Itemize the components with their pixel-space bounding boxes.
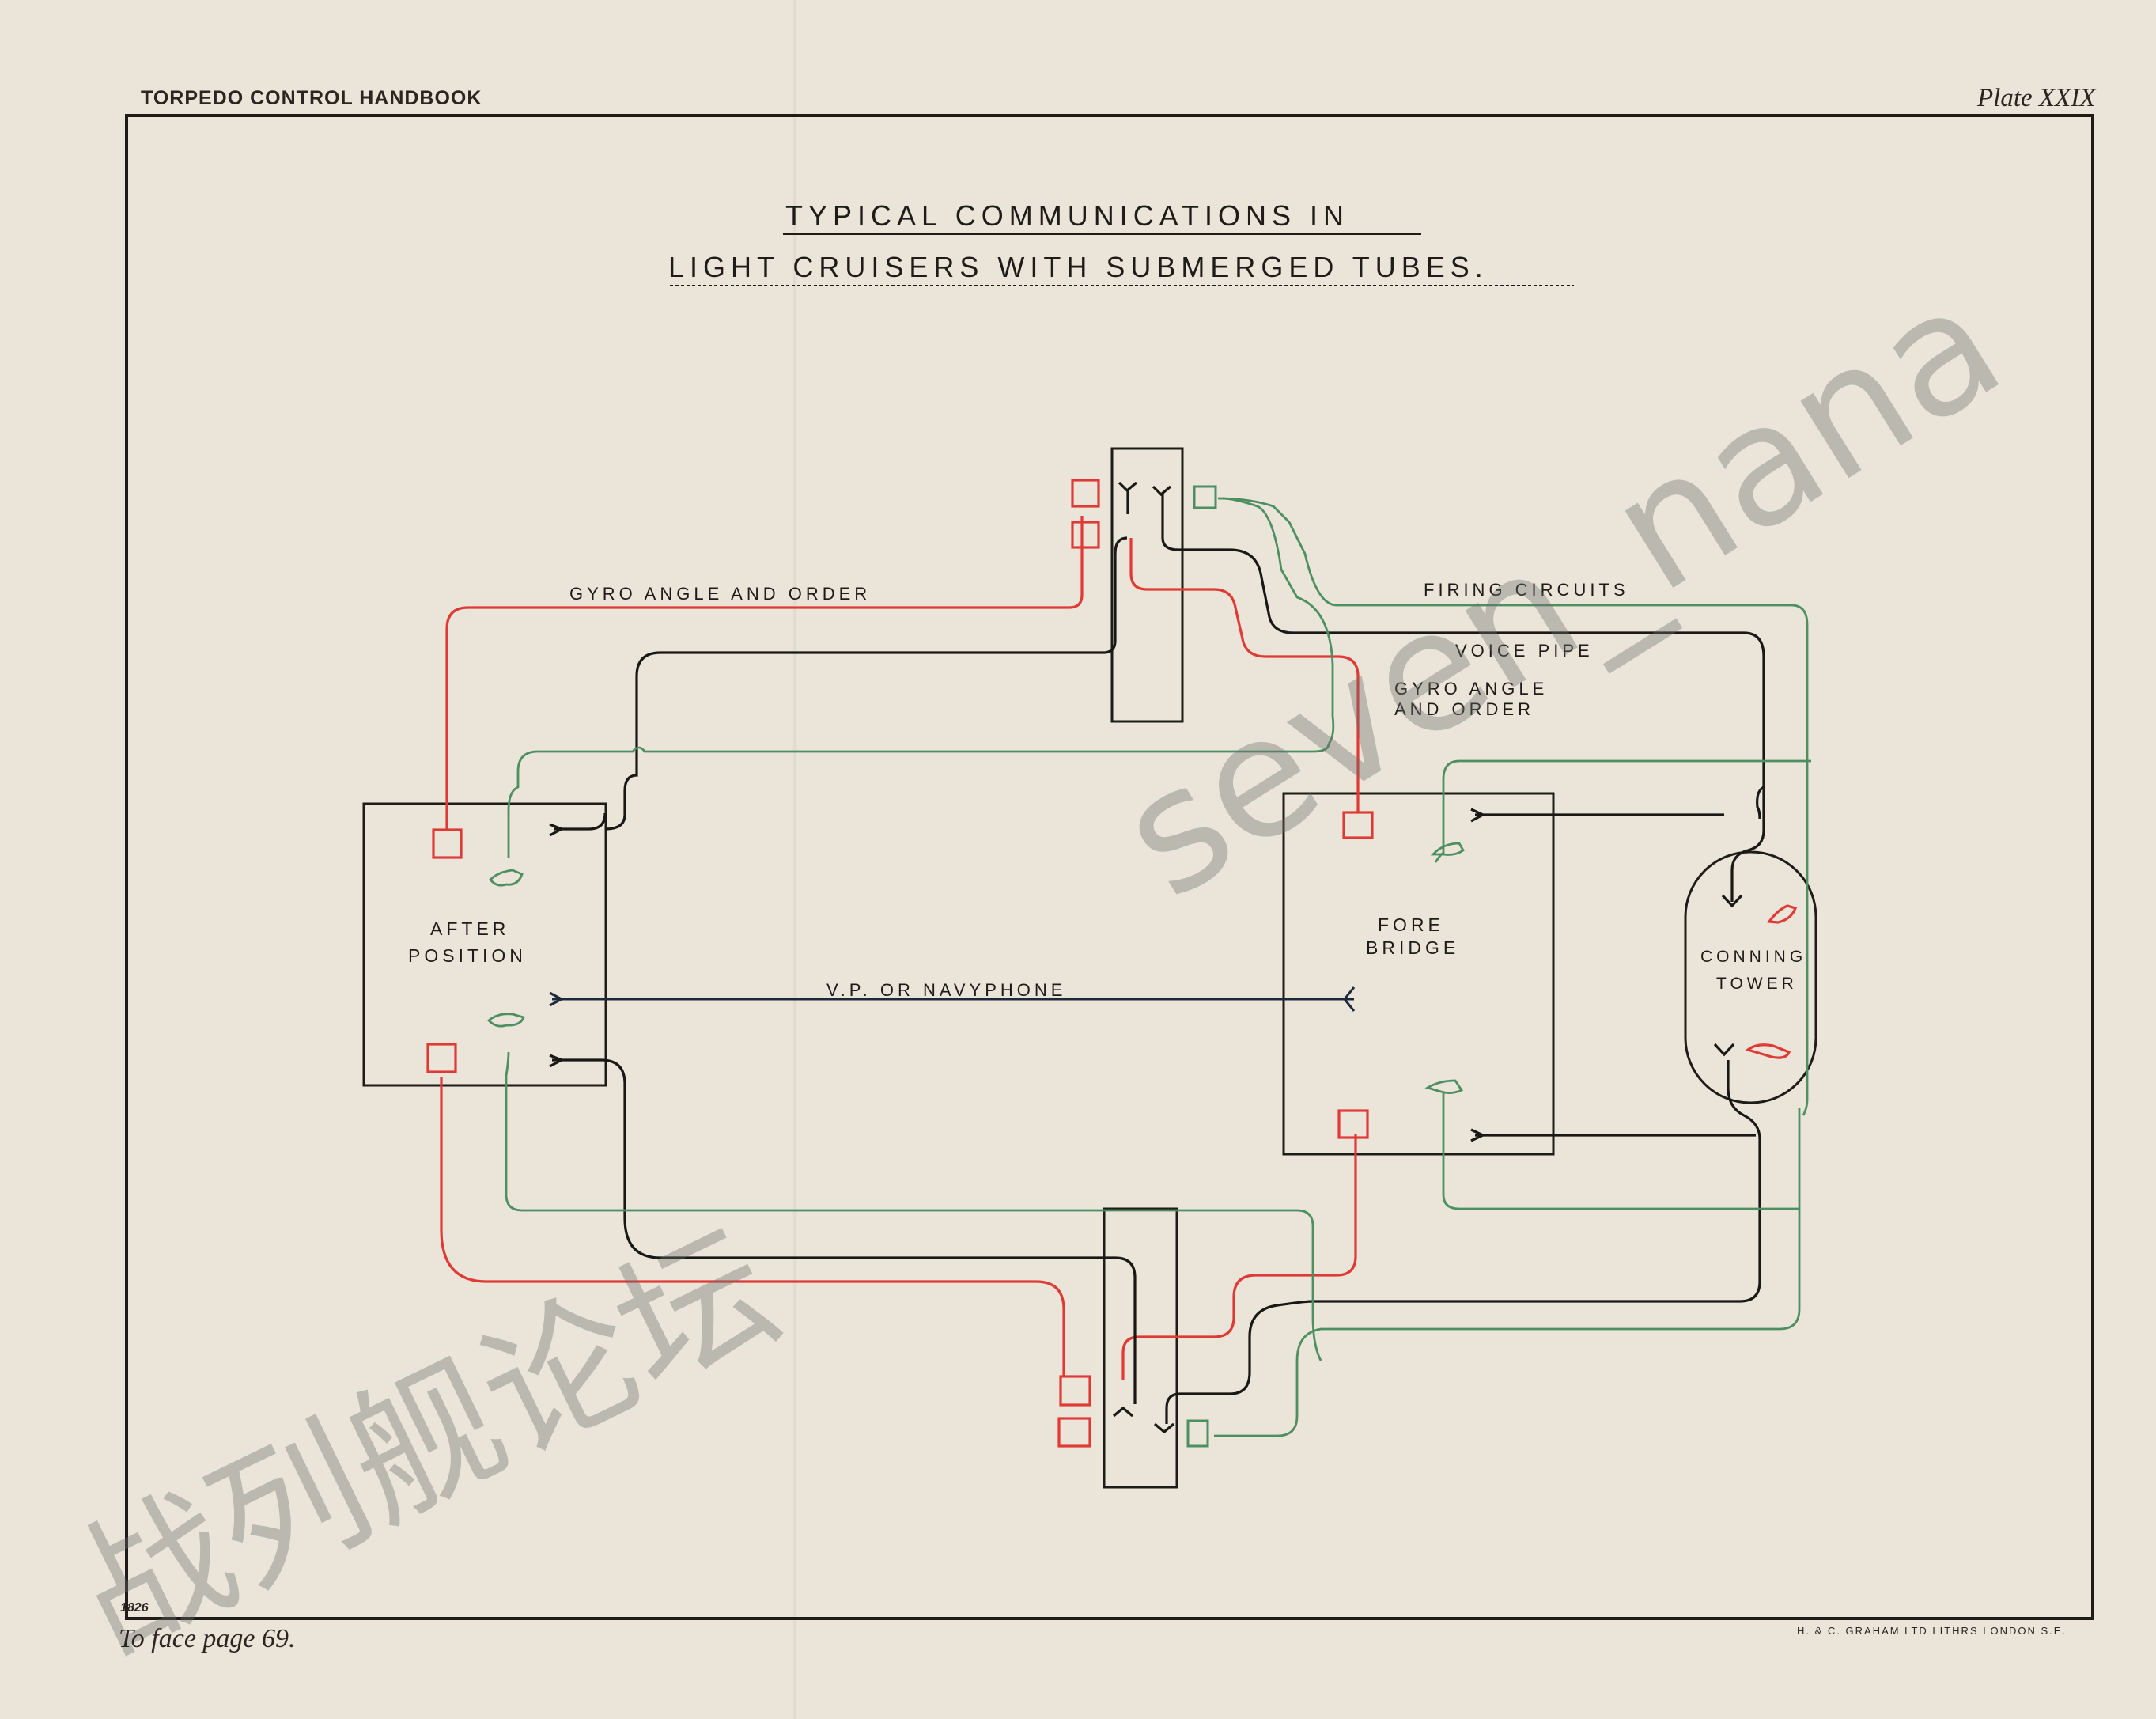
conning-voice-mouth-lower [1713,1043,1735,1057]
green-wire-conning-to-fore-upper [1434,759,1811,863]
label-gyro-angle-fore-1: GYRO ANGLE [1394,679,1548,699]
conning-gyro-upper [1767,904,1798,924]
fore-bridge-box [1282,792,1555,1156]
lower-gyro-receiver-2 [1057,1417,1091,1448]
fore-firing-key-upper [1430,842,1465,856]
fore-bridge-label-1: FORE [1378,914,1444,935]
lower-firing-key [1186,1419,1209,1448]
fore-bridge-label-2: BRIDGE [1366,937,1459,958]
upper-tube-box [1110,447,1184,723]
after-gyro-transmitter-upper [432,828,463,859]
green-wire-after-to-lower [505,1051,1322,1361]
black-wire-lower-to-conning [1165,1060,1761,1424]
diagram-frame [125,114,2094,1620]
header-book-title: TORPEDO CONTROL HANDBOOK [141,87,482,109]
conning-tower-box [1684,850,1817,1104]
label-gyro-angle-fore-2: AND ORDER [1394,699,1534,719]
after-position-label-2: POSITION [408,945,527,966]
black-wire-after-to-lower [552,1058,1137,1404]
black-wire-after-to-upper [604,536,1128,831]
conning-voice-mouth-upper [1721,894,1743,908]
watermark-latin: seven_nana [1089,245,2033,935]
red-wire-after-to-lower [440,1077,1065,1376]
red-wire-fore-to-lower [1121,1134,1357,1380]
after-position-label-1: AFTER [430,918,509,939]
conning-tower-label-2: TOWER [1716,975,1798,993]
fore-firing-key-lower [1424,1079,1464,1094]
fore-gyro-transmitter-upper [1342,811,1374,839]
navyphone-end-fore [1343,986,1356,1012]
header-plate-number: Plate XXIX [1977,84,2096,112]
fore-voice-mouth-upper [1470,808,1486,823]
lower-voice-end-2 [1153,1422,1175,1434]
after-firing-key-lower [486,1013,525,1028]
green-wire-fore-lower-to-conning [1442,1092,1799,1210]
after-voice-mouth-lower [549,1054,565,1068]
title-line-1: TYPICAL COMMUNICATIONS IN [785,199,1349,232]
red-wire-upper-to-fore [1129,538,1360,813]
firing-circuit-wires [486,485,1811,1448]
black-wire-upper-to-conning [1161,494,1765,902]
label-navyphone: V.P. OR NAVYPHONE [826,980,1066,1000]
after-position-box [362,802,607,1087]
fore-voice-mouth-lower [1470,1128,1486,1142]
lower-voice-end-1 [1112,1406,1134,1418]
voice-pipe-wires [549,481,1765,1434]
red-wire-after-to-upper [445,516,1084,829]
label-voice-pipe: VOICE PIPE [1455,641,1594,661]
page-fold [792,0,797,1719]
watermark-cjk: 战列舰论坛 [50,1198,802,1685]
green-wire-upper-to-conning [1217,497,1809,1116]
navyphone-end-after [549,991,565,1007]
label-firing-circuits: FIRING CIRCUITS [1424,580,1629,600]
footer-printer: H. & C. GRAHAM LTD LITHRS LONDON S.E. [1797,1625,2067,1637]
upper-voice-end-2 [1152,485,1172,497]
voice-stub-after-upper [554,812,607,831]
upper-voice-end-1 [1118,481,1138,514]
navyphone-wire [549,986,1356,1012]
after-firing-key-upper [489,869,524,887]
black-hop-conning-upper [1756,786,1765,820]
green-wire-join-upper [1221,497,1335,744]
after-voice-mouth-upper [549,823,565,837]
upper-gyro-receiver-1 [1071,479,1100,508]
gyro-circuit-wires [426,479,1798,1448]
conning-tower-label-1: CONNING [1700,948,1806,966]
title-line-2: LIGHT CRUISERS WITH SUBMERGED TUBES. [668,251,1488,283]
label-gyro-angle-after: GYRO ANGLE AND ORDER [569,584,871,604]
fore-gyro-transmitter-lower [1337,1109,1369,1139]
conning-gyro-lower [1745,1043,1791,1059]
upper-gyro-receiver-2 [1071,521,1100,549]
after-gyro-transmitter-lower [426,1043,457,1073]
footer-plate-code: 1826 [120,1601,149,1615]
upper-firing-key [1193,485,1217,509]
lower-tube-box [1103,1207,1178,1489]
footer-face-page: To face page 69. [119,1624,296,1653]
green-wire-lower-to-conning [1214,1108,1801,1437]
green-wire-after-to-upper-left [507,743,1330,858]
lower-gyro-receiver-1 [1059,1375,1091,1407]
